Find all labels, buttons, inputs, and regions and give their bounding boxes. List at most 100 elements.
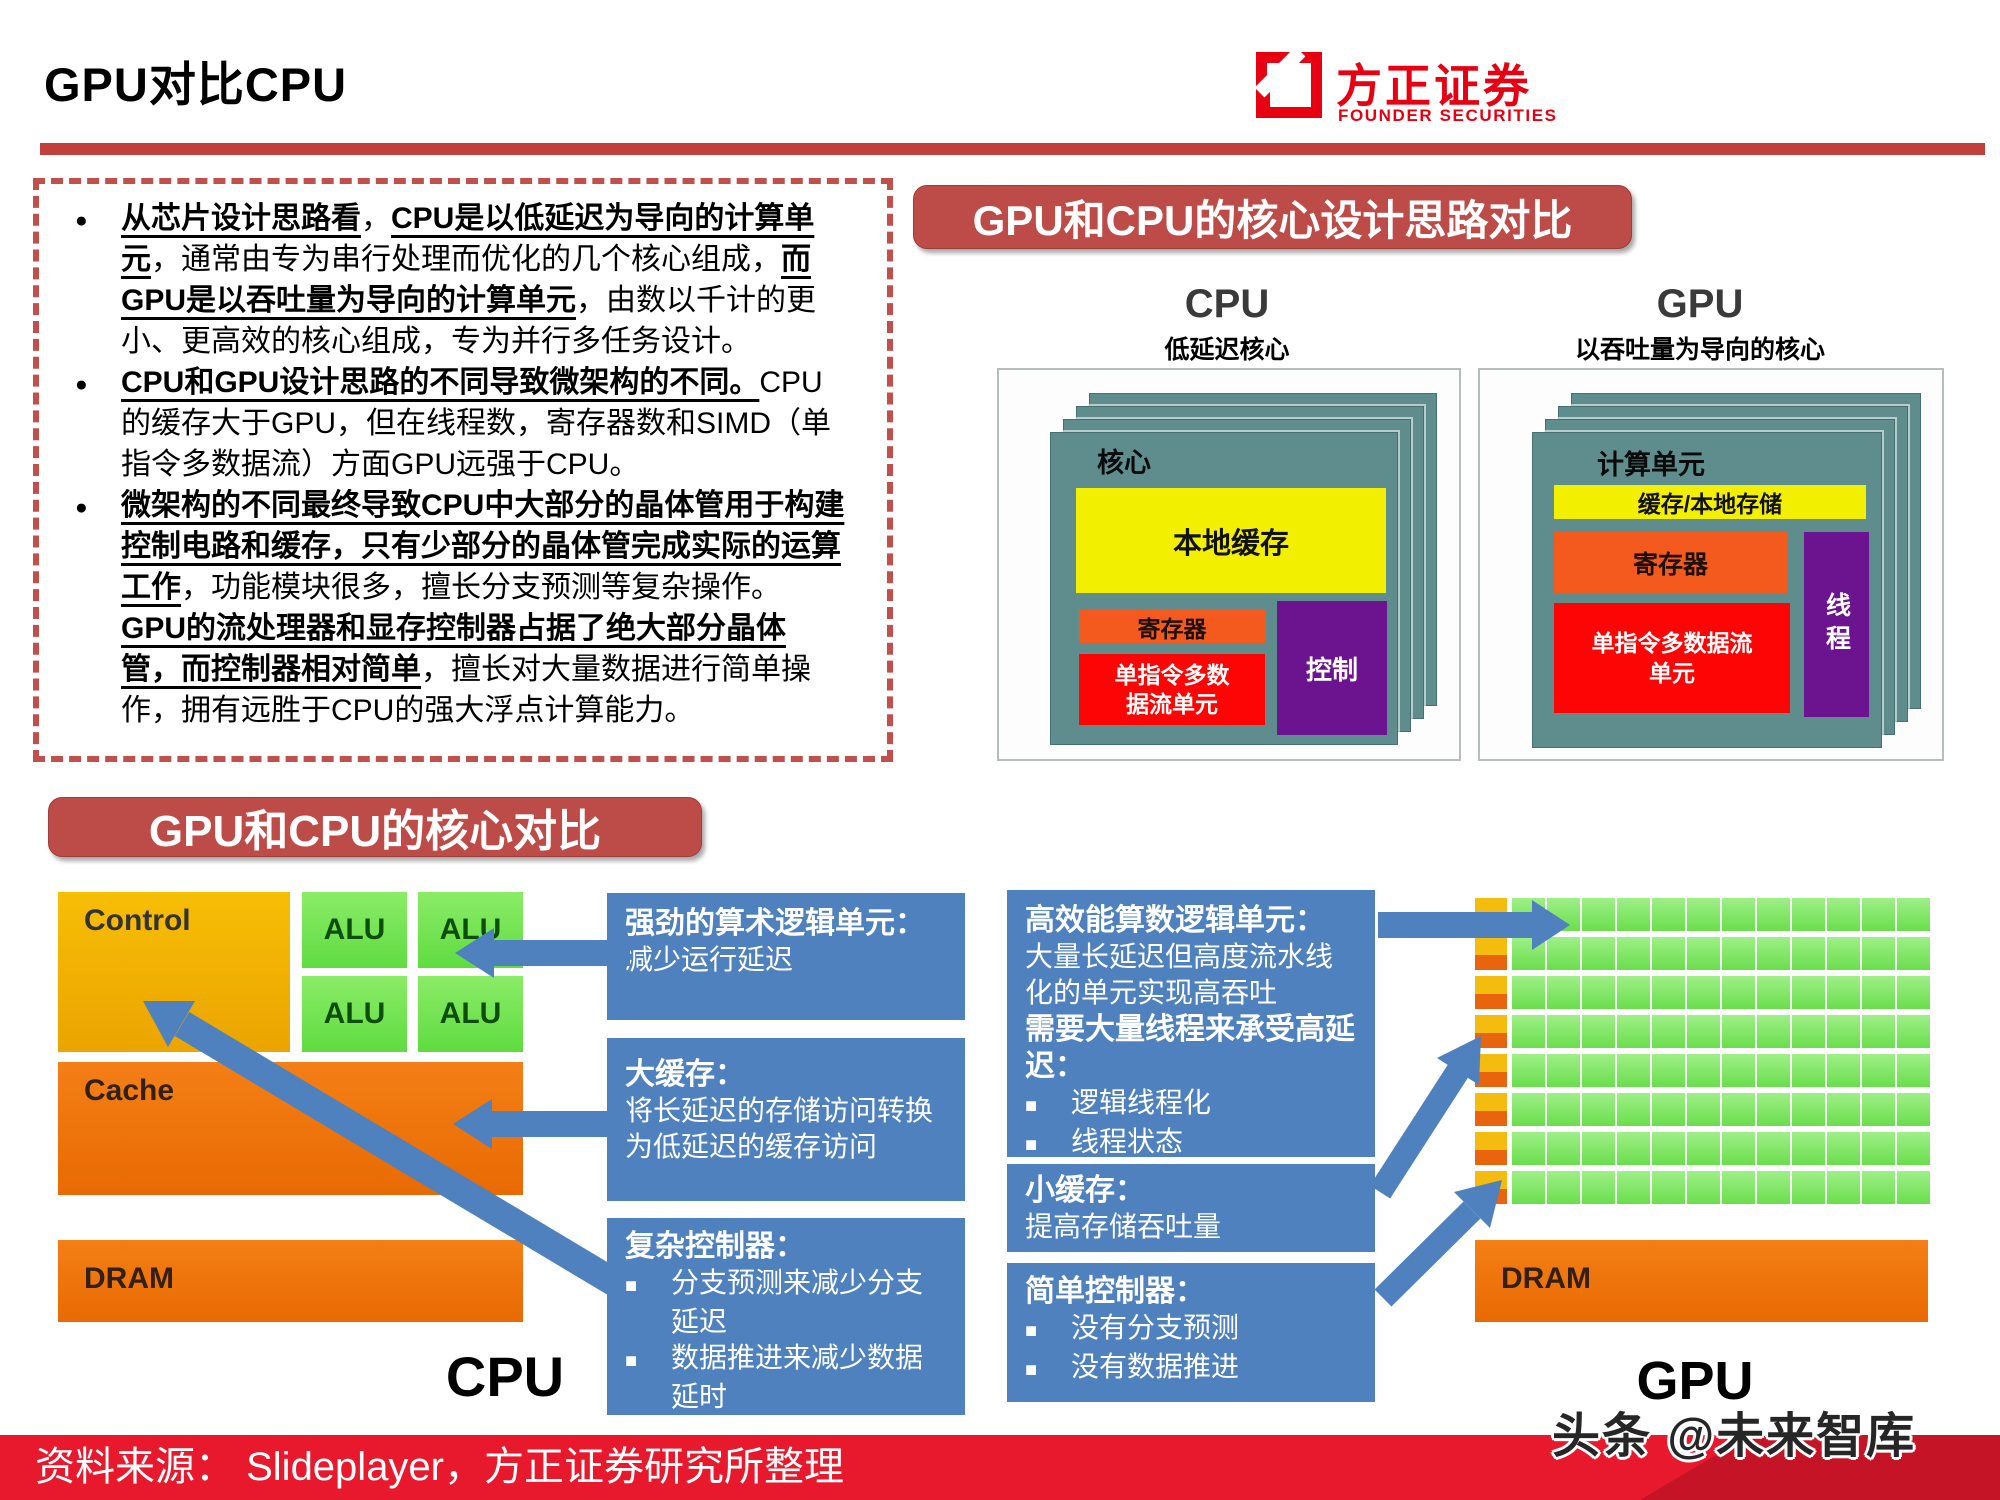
intro-segment: ，擅长对大量数据进行简单操作，拥有远胜于CPU的强大浮点计算能力。 — [121, 653, 811, 727]
grid-cache-cells — [1475, 1015, 1507, 1048]
callout-alu: 强劲的算术逻辑单元： 减少运行延迟 — [607, 893, 965, 1020]
watermark: 头条 @未来智库 — [1552, 1410, 1917, 1463]
cpu-design-subtitle: 低延迟核心 — [1164, 336, 1290, 364]
grid-alu-row — [1512, 1015, 1930, 1048]
intro-segment: ，功能模块很多，擅长分支预测等复杂操作。 — [181, 571, 781, 604]
cpu-simd-line1: 单指令多数 — [1114, 661, 1230, 688]
founder-logo-icon — [1256, 52, 1322, 118]
grid-orange-cell — [1475, 994, 1507, 1009]
callout-heading: 需要大量线程来承受高延迟： — [1025, 1013, 1355, 1083]
callout-bullet: 没有分支预测 — [1025, 1310, 1357, 1349]
intro-segment: ，由数以千计的更小、更高效的核心组成，专为并行多任务设计。 — [121, 284, 817, 358]
page-title: GPU对比CPU — [44, 58, 348, 111]
grid-alu-row — [1512, 1054, 1930, 1087]
cpu-core-stack: 核心 本地缓存 寄存器 单指令多数据流单元 控制 — [1050, 393, 1437, 745]
callout-body: 减少运行延迟 — [625, 944, 794, 975]
intro-segment: 微架构的不同最终导致CPU中大部分的晶体管用于构建控制电路和缓存，只有少部分的晶… — [121, 489, 845, 604]
intro-segment: ， — [361, 202, 391, 235]
gpu-thread-box: 线程 — [1804, 532, 1869, 717]
cpu-simd-text: 单指令多数据流单元 — [1115, 661, 1230, 719]
intro-panel: 从芯片设计思路看，CPU是以低延迟为导向的计算单元，通常由专为串行处理而优化的几… — [33, 178, 893, 762]
callout-heading: 复杂控制器： — [625, 1230, 805, 1263]
gpu-grid-row — [1475, 898, 1930, 931]
grid-yellow-cell — [1475, 898, 1507, 916]
grid-alu-row — [1512, 937, 1930, 970]
callout-heading: 小缓存： — [1025, 1174, 1145, 1207]
grid-yellow-cell — [1475, 1171, 1507, 1189]
gpu-simd-line2: 单元 — [1649, 660, 1695, 686]
gpu-core-card: 计算单元 缓存/本地存储 寄存器 单指令多数据流单元 线程 — [1532, 432, 1882, 748]
gpu-grid-row — [1475, 1132, 1930, 1165]
grid-cache-cells — [1475, 1171, 1507, 1204]
grid-alu-row — [1512, 1093, 1930, 1126]
grid-yellow-cell — [1475, 937, 1507, 955]
gpu-grid-row — [1475, 1015, 1930, 1048]
intro-segment: ，通常由专为串行处理而优化的几个核心组成， — [151, 243, 781, 276]
compare-banner: GPU和CPU的核心对比 — [48, 797, 702, 857]
intro-bullet: 从芯片设计思路看，CPU是以低延迟为导向的计算单元，通常由专为串行处理而优化的几… — [75, 198, 845, 362]
gpu-dram-block: DRAM — [1475, 1240, 1928, 1322]
alu-block: ALU — [418, 976, 523, 1052]
grid-orange-cell — [1475, 1150, 1507, 1165]
source-footer: 资料来源： Slideplayer，方正证券研究所整理 — [0, 1435, 2000, 1500]
callout-cache: 大缓存： 将长延迟的存储访问转换为低延迟的缓存访问 — [607, 1038, 965, 1201]
grid-alu-row — [1512, 976, 1930, 1009]
title-rule — [40, 143, 1985, 155]
grid-cache-cells — [1475, 1132, 1507, 1165]
grid-cache-cells — [1475, 1054, 1507, 1087]
cpu-design-title: CPU — [1184, 282, 1270, 326]
gpu-design-title: GPU — [1656, 282, 1744, 326]
grid-alu-row — [1512, 1171, 1930, 1204]
cpu-core-card: 核心 本地缓存 寄存器 单指令多数据流单元 控制 — [1050, 432, 1398, 745]
source-text: 资料来源： Slideplayer，方正证券研究所整理 — [35, 1445, 845, 1489]
cpu-diagram-label: CPU — [445, 1345, 565, 1408]
callout-bullet: 逻辑线程化 — [1025, 1085, 1357, 1124]
gpu-grid-row — [1475, 937, 1930, 970]
callout-gpu-alu: 高效能算数逻辑单元： 大量长延迟但高度流水线化的单元实现高吞吐 需要大量线程来承… — [1007, 890, 1375, 1157]
callout-bullet: 分支预测来减少分支延迟 — [625, 1265, 947, 1340]
gpu-simd-line1: 单指令多数据流 — [1591, 630, 1753, 656]
callout-heading: 强劲的算术逻辑单元： — [625, 907, 925, 940]
gpu-diagram-label: GPU — [1636, 1351, 1754, 1411]
grid-cache-cells — [1475, 937, 1507, 970]
grid-cache-cells — [1475, 976, 1507, 1009]
grid-orange-cell — [1475, 1072, 1507, 1087]
grid-yellow-cell — [1475, 1132, 1507, 1150]
grid-cache-cells — [1475, 898, 1507, 931]
grid-cache-cells — [1475, 1093, 1507, 1126]
callout-gpu-controller: 简单控制器： 没有分支预测 没有数据推进 — [1007, 1263, 1375, 1402]
callout-controller: 复杂控制器： 分支预测来减少分支延迟 数据推进来减少数据延时 — [607, 1218, 965, 1415]
cpu-simd-box: 单指令多数据流单元 — [1079, 654, 1265, 725]
alu-block: ALU — [302, 892, 407, 968]
grid-orange-cell — [1475, 1033, 1507, 1048]
alu-block: ALU — [418, 892, 523, 968]
cpu-control-box: 控制 — [1277, 601, 1387, 735]
gpu-simd-text: 单指令多数据流单元 — [1592, 628, 1753, 688]
callout-heading: 高效能算数逻辑单元： — [1025, 904, 1325, 937]
founder-logo-cn: 方正证券 — [1336, 60, 1532, 112]
gpu-grid-row — [1475, 1054, 1930, 1087]
grid-orange-cell — [1475, 1111, 1507, 1126]
gpu-design-subtitle: 以吞吐量为导向的核心 — [1574, 336, 1825, 364]
callout-bullet: 没有数据推进 — [1025, 1349, 1357, 1388]
arrow-gpu-cache-callout — [1369, 1036, 1481, 1199]
intro-segment: CPU是以低延迟为导向的计算单元 — [121, 202, 815, 276]
cpu-control-block: Control — [58, 892, 290, 1052]
grid-yellow-cell — [1475, 1015, 1507, 1033]
grid-alu-row — [1512, 1132, 1930, 1165]
cpu-core-label: 核心 — [1097, 448, 1151, 478]
callout-heading: 简单控制器： — [1025, 1275, 1205, 1308]
gpu-grid-row — [1475, 976, 1930, 1009]
intro-segment: CPU的缓存大于GPU，但在线程数，寄存器数和SIMD（单指令多数据流）方面GP… — [121, 366, 832, 481]
intro-segment: 从芯片设计思路看 — [121, 202, 361, 235]
gpu-core-stack: 计算单元 缓存/本地存储 寄存器 单指令多数据流单元 线程 — [1532, 393, 1921, 748]
grid-yellow-cell — [1475, 1093, 1507, 1111]
gpu-grid-row — [1475, 1171, 1930, 1204]
intro-bullet: 微架构的不同最终导致CPU中大部分的晶体管用于构建控制电路和缓存，只有少部分的晶… — [75, 485, 845, 731]
gpu-grid-row — [1475, 1093, 1930, 1126]
grid-orange-cell — [1475, 1189, 1507, 1204]
callout-heading: 大缓存： — [625, 1058, 745, 1091]
grid-orange-cell — [1475, 916, 1507, 931]
design-banner: GPU和CPU的核心设计思路对比 — [913, 185, 1632, 249]
